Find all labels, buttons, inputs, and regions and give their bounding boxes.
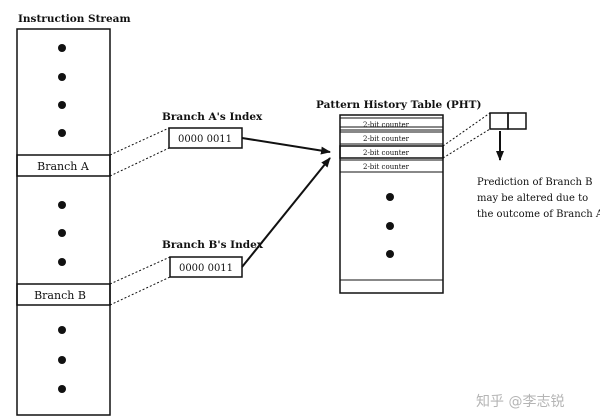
note-line-2: may be altered due to — [477, 193, 588, 204]
instruction-stream-box — [16, 28, 111, 416]
branch-a-label: Branch A — [37, 160, 90, 173]
counter-zoom-connector — [442, 112, 491, 159]
pht-box — [339, 114, 444, 294]
branch-b-index-value: 0000 0011 — [179, 263, 233, 274]
pht-title: Pattern History Table (PHT) — [316, 99, 481, 111]
pht-counter-row — [339, 159, 444, 173]
branch-a-row — [16, 154, 111, 177]
branch-a-index-connector — [109, 127, 170, 177]
branch-b-label: Branch B — [34, 289, 86, 302]
watermark: 知乎 @李志锐 — [476, 393, 564, 410]
pht-counter-label: 2-bit counter — [363, 163, 410, 171]
pht-counter-label: 2-bit counter — [363, 121, 410, 129]
pht-counter-row — [339, 117, 444, 131]
pht-counter-row-highlighted — [339, 145, 444, 159]
branch-b-to-pht-arrow — [241, 157, 331, 268]
pht-counter-label: 2-bit counter — [363, 135, 410, 143]
stream-dots-top — [58, 44, 66, 137]
stream-dots-middle — [58, 201, 66, 266]
stream-dots-bottom — [58, 326, 66, 393]
branch-b-index-connector — [109, 256, 171, 306]
branch-a-index-label: Branch A's Index — [162, 111, 263, 123]
branch-b-index-label: Branch B's Index — [162, 239, 264, 251]
branch-a-to-pht-arrow — [241, 137, 331, 155]
branch-b-row — [16, 283, 111, 306]
two-bit-counter-zoom — [489, 112, 527, 130]
pht-counter-row — [339, 131, 444, 145]
branch-a-index-value: 0000 0011 — [178, 134, 232, 145]
pht-counter-label: 2-bit counter — [363, 149, 410, 157]
instruction-stream-title: Instruction Stream — [18, 13, 131, 25]
note-line-1: Prediction of Branch B — [477, 177, 592, 188]
pht-dots — [386, 193, 394, 258]
note-line-3: the outcome of Branch A — [477, 209, 600, 220]
